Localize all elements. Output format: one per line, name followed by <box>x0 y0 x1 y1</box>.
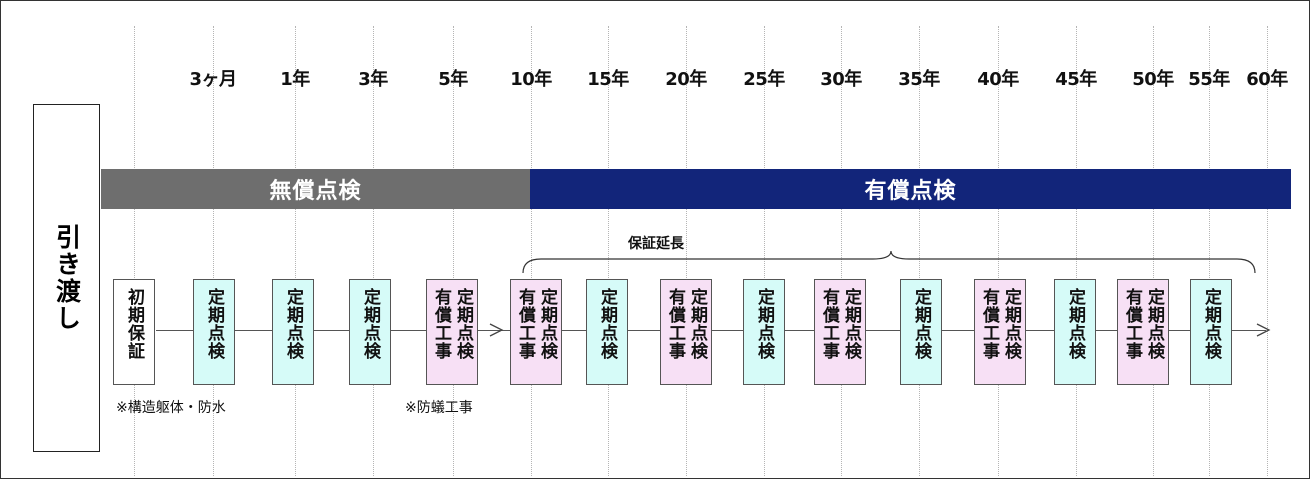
box-label: 定期点検 <box>537 288 557 360</box>
inspection-work-box: 定期点検有償工事 <box>510 279 562 385</box>
box-label: 定期点検 <box>754 288 774 360</box>
termite-note: ※防蟻工事 <box>405 400 473 416</box>
arrow-right-icon <box>1255 322 1271 338</box>
inspection-work-box: 定期点検有償工事 <box>426 279 478 385</box>
box-label: 有償工事 <box>979 288 999 360</box>
year-gridline <box>1076 26 1077 476</box>
year-gridline <box>1267 26 1268 476</box>
free-inspection-label: 無償点検 <box>269 179 362 204</box>
year-label: 40年 <box>977 69 1019 90</box>
box-label: 初期保証 <box>124 288 144 360</box>
year-gridline <box>1153 26 1154 476</box>
inspection-box: 定期点検 <box>1054 279 1096 385</box>
inspection-work-box: 定期点検有償工事 <box>814 279 866 385</box>
year-label: 30年 <box>820 69 862 90</box>
year-label: 55年 <box>1188 69 1230 90</box>
year-gridline <box>998 26 999 476</box>
warranty-extension-label: 保証延長 <box>628 236 684 252</box>
inspection-box: 定期点検 <box>900 279 942 385</box>
box-label: 定期点検 <box>1144 288 1164 360</box>
year-label: 5年 <box>438 69 468 90</box>
box-label: 定期点検 <box>597 288 617 360</box>
inspection-box: 定期点検 <box>272 279 314 385</box>
box-label: 定期点検 <box>841 288 861 360</box>
year-label: 3ヶ月 <box>189 69 237 90</box>
year-label: 35年 <box>898 69 940 90</box>
inspection-work-box: 定期点検有償工事 <box>660 279 712 385</box>
inspection-box: 定期点検 <box>349 279 391 385</box>
year-label: 10年 <box>510 69 552 90</box>
box-label: 有償工事 <box>1122 288 1142 360</box>
box-label: 有償工事 <box>431 288 451 360</box>
box-label: 定期点検 <box>204 288 224 360</box>
inspection-box: 定期点検 <box>1190 279 1232 385</box>
box-label: 定期点検 <box>687 288 707 360</box>
year-gridline <box>373 26 374 476</box>
year-label: 50年 <box>1132 69 1174 90</box>
box-label: 定期点検 <box>1201 288 1221 360</box>
year-gridline <box>608 26 609 476</box>
arrow-right-icon <box>488 322 504 338</box>
inspection-work-box: 定期点検有償工事 <box>1117 279 1169 385</box>
year-label: 15年 <box>587 69 629 90</box>
year-label: 25年 <box>743 69 785 90</box>
year-gridline <box>295 26 296 476</box>
box-label: 定期点検 <box>283 288 303 360</box>
year-gridline <box>841 26 842 476</box>
inspection-box: 定期点検 <box>586 279 628 385</box>
box-label: 定期点検 <box>911 288 931 360</box>
box-label: 有償工事 <box>665 288 685 360</box>
year-label: 60年 <box>1246 69 1288 90</box>
year-gridline <box>134 26 135 476</box>
year-gridline <box>1209 26 1210 476</box>
handover-label: 引き渡し <box>52 224 82 332</box>
year-gridline <box>686 26 687 476</box>
year-gridline <box>764 26 765 476</box>
box-label: 定期点検 <box>453 288 473 360</box>
free-inspection-band: 無償点検 <box>101 169 530 209</box>
paid-inspection-label: 有償点検 <box>864 179 957 204</box>
inspection-box: 定期点検 <box>193 279 235 385</box>
year-label: 1年 <box>280 69 310 90</box>
initial-warranty-box: 初期保証 <box>113 279 155 385</box>
year-label: 45年 <box>1055 69 1097 90</box>
box-label: 有償工事 <box>515 288 535 360</box>
structure-note: ※構造躯体・防水 <box>116 400 226 416</box>
box-label: 有償工事 <box>819 288 839 360</box>
year-label: 20年 <box>665 69 707 90</box>
paid-inspection-band: 有償点検 <box>530 169 1291 209</box>
year-gridline <box>453 26 454 476</box>
year-gridline <box>213 26 214 476</box>
year-gridline <box>919 26 920 476</box>
box-label: 定期点検 <box>1065 288 1085 360</box>
inspection-box: 定期点検 <box>743 279 785 385</box>
year-label: 3年 <box>358 69 388 90</box>
inspection-work-box: 定期点検有償工事 <box>974 279 1026 385</box>
year-gridline <box>531 26 532 476</box>
box-label: 定期点検 <box>360 288 380 360</box>
handover-box: 引き渡し <box>33 104 100 452</box>
box-label: 定期点検 <box>1001 288 1021 360</box>
